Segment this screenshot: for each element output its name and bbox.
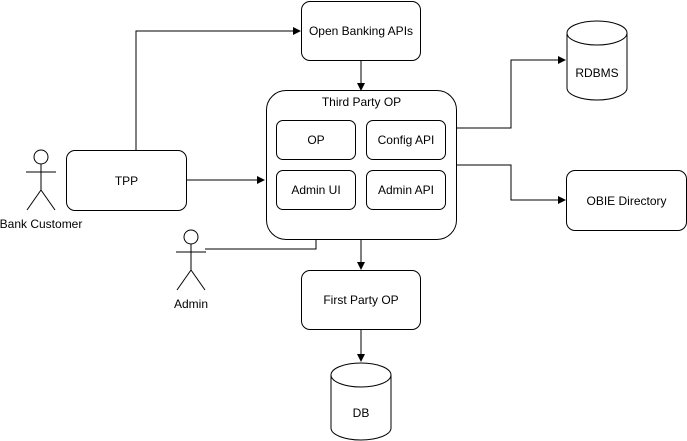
admin-actor-icon (176, 229, 206, 291)
obie-directory-label: OBIE Directory (586, 193, 667, 208)
obie-directory-node[interactable]: OBIE Directory (566, 170, 687, 231)
op-label: OP (307, 133, 325, 147)
third-party-op-label: Third Party OP (321, 95, 402, 109)
edge-third-party-op-to-rdbms (457, 56, 566, 129)
first-party-op-label: First Party OP (323, 293, 399, 307)
rdbms-label: RDBMS (575, 66, 619, 80)
admin-api-node[interactable]: Admin API (366, 170, 446, 210)
tpp-node[interactable]: TPP (66, 150, 187, 211)
admin-ui-node[interactable]: Admin UI (276, 170, 356, 210)
config-api-label: Config API (377, 133, 435, 147)
open-banking-apis-node[interactable]: Open Banking APIs (301, 1, 421, 61)
db-label: DB (352, 406, 370, 420)
edge-tpp-to-open-banking-apis (135, 27, 301, 150)
open-banking-apis-label: Open Banking APIs (308, 24, 414, 38)
bank-customer-actor-icon (26, 149, 56, 211)
op-node[interactable]: OP (276, 120, 356, 160)
rdbms-cylinder-icon (566, 20, 628, 101)
bank-customer-label: Bank Customer (0, 217, 83, 231)
edge-third-party-op-to-obie-directory (457, 164, 566, 204)
config-api-node[interactable]: Config API (366, 120, 446, 160)
admin-api-label: Admin API (377, 183, 435, 197)
third-party-op-group[interactable]: Third Party OP (266, 90, 457, 240)
tpp-label: TPP (114, 173, 139, 188)
admin-ui-label: Admin UI (291, 183, 341, 197)
db-cylinder-icon (330, 362, 392, 441)
first-party-op-node[interactable]: First Party OP (301, 270, 421, 330)
admin-label: Admin (173, 297, 208, 311)
